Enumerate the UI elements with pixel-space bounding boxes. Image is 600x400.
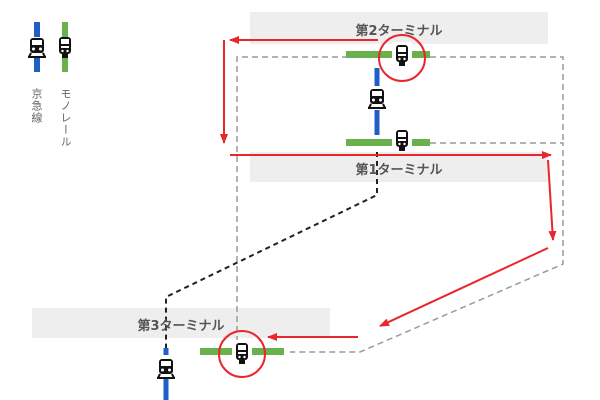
terminal-1-bar [250,152,548,182]
monorail-platform-t2 [346,51,430,58]
monorail-dashed-route-upper [430,56,564,143]
legend-keikyu-label: 京急線 [30,88,43,124]
terminal-2-bar [250,12,548,44]
terminal-2-label: 第2ターミナル [355,24,443,39]
legend-keikyu [27,22,47,72]
legend-monorail-label: モノレール [59,88,72,148]
route-arrows [220,36,557,341]
terminal-3-label: 第3ターミナル [137,319,225,334]
connector-dashed-route [165,152,378,360]
terminal-3-bar [32,308,330,338]
highlight-circle-t3 [218,330,266,378]
route-arrow [547,159,557,241]
monorail-dashed-route [236,56,350,352]
terminal-1-label: 第1ターミナル [355,163,443,178]
monorail-platform-t1 [346,139,430,146]
highlight-circle-t2 [378,34,426,82]
legend-monorail [55,22,75,72]
monorail-dashed-route-main [290,142,564,353]
route-arrow [379,247,549,327]
